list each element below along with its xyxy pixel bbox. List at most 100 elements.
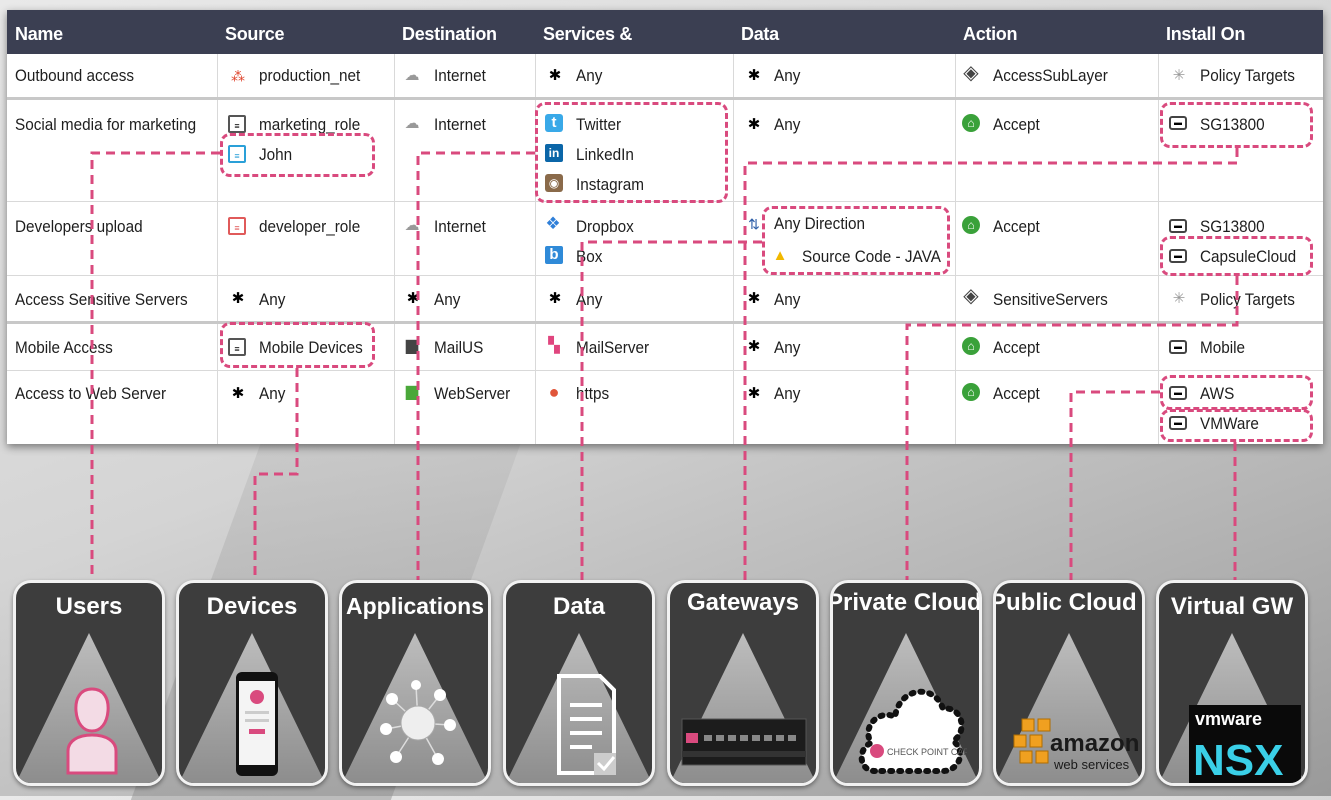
smartphone-icon (236, 672, 278, 776)
destination-item[interactable]: Internet (434, 66, 486, 85)
vmware-nsx-logo: vmware NSX (1189, 705, 1301, 783)
rule-name-cell[interactable]: Access to Web Server (15, 384, 167, 403)
any-icon: ✱ (231, 385, 245, 402)
source-item[interactable]: Mobile Devices (259, 338, 363, 357)
tile-gateways[interactable]: Gateways (667, 580, 819, 786)
data-item[interactable]: Any (774, 66, 801, 85)
divider (955, 54, 956, 444)
rule-name-cell[interactable]: Outbound access (15, 66, 135, 85)
tile-private-cloud[interactable]: Private Cloud CHECK POINT CAPSULE (830, 580, 982, 786)
action-item[interactable]: SensitiveServers (993, 290, 1108, 309)
mail-server-icon: ▚ (548, 337, 560, 354)
source-item[interactable]: John (259, 145, 293, 164)
divider (7, 275, 1323, 276)
services-item[interactable]: LinkedIn (576, 145, 634, 164)
globe-network-icon (380, 680, 456, 765)
tile-applications[interactable]: Applications (339, 580, 491, 786)
action-item[interactable]: Accept (993, 338, 1040, 357)
user-icon (66, 687, 118, 775)
any-icon: ✳ (1172, 290, 1186, 307)
tile-title: Public Cloud (993, 589, 1137, 616)
divider (217, 54, 218, 444)
col-header-destination[interactable]: Destination (402, 24, 497, 44)
rule-name-cell[interactable]: Access Sensitive Servers (15, 290, 188, 309)
tile-devices[interactable]: Devices (176, 580, 328, 786)
col-header-name[interactable]: Name (15, 24, 63, 44)
any-icon: ✱ (548, 67, 562, 84)
tile-title: Data (552, 593, 606, 620)
source-item[interactable]: Any (259, 384, 286, 403)
rule-name-cell[interactable]: Mobile Access (15, 338, 113, 357)
highlight-data-types (762, 206, 950, 275)
instagram-icon: ◉ (545, 174, 563, 192)
highlight-aws (1160, 375, 1313, 410)
tile-title: Virtual GW (1170, 593, 1294, 620)
accept-icon: ⌂ (962, 383, 980, 401)
services-item[interactable]: Twitter (576, 115, 622, 134)
role-icon: ≡ (228, 115, 246, 133)
col-header-source[interactable]: Source (225, 24, 285, 44)
services-item[interactable]: Instagram (576, 175, 645, 194)
install-on-item[interactable]: Policy Targets (1200, 290, 1295, 309)
tile-data[interactable]: Data (503, 580, 655, 786)
tile-virtual-gw[interactable]: Virtual GW vmware NSX (1156, 580, 1308, 786)
services-item[interactable]: Any (576, 66, 603, 85)
highlight-john (220, 133, 375, 177)
services-item[interactable]: Any (576, 290, 603, 309)
install-on-item[interactable]: SG13800 (1200, 115, 1265, 134)
dropbox-icon: ❖ (545, 214, 561, 233)
install-on-item[interactable]: SG13800 (1200, 217, 1265, 236)
tile-users[interactable]: Users (13, 580, 165, 786)
destination-item[interactable]: Internet (434, 217, 486, 236)
tile-public-cloud[interactable]: Public Cloud amazon web services (993, 580, 1145, 786)
source-item[interactable]: marketing_role (259, 115, 361, 134)
gateway-icon: ▬ (1169, 340, 1187, 354)
cloud-icon: ☁ (404, 115, 420, 132)
divider (7, 321, 1323, 324)
services-item[interactable]: Dropbox (576, 217, 634, 236)
network-icon: ⁂ (231, 68, 245, 84)
server-icon: ▆ (405, 383, 419, 400)
box-icon: b (545, 246, 563, 264)
any-icon: ✱ (747, 116, 761, 133)
twitter-icon: t (545, 114, 563, 132)
source-item[interactable]: developer_role (259, 217, 361, 236)
action-item[interactable]: Accept (993, 384, 1040, 403)
services-item[interactable]: https (576, 384, 610, 403)
source-item[interactable]: production_net (259, 66, 361, 85)
col-header-action[interactable]: Action (963, 24, 1018, 44)
tile-title: Users (55, 593, 123, 620)
destination-item[interactable]: MailUS (434, 338, 484, 357)
rule-name-cell[interactable]: Developers upload (15, 217, 143, 236)
destination-item[interactable]: WebServer (434, 384, 511, 403)
install-on-item[interactable]: Mobile (1200, 338, 1246, 357)
action-item[interactable]: AccessSubLayer (993, 66, 1108, 85)
services-item[interactable]: MailServer (576, 338, 650, 357)
data-item[interactable]: Any (774, 290, 801, 309)
col-header-data[interactable]: Data (741, 24, 779, 44)
cloud-icon: ☁ (404, 217, 420, 234)
table-header: Name Source Destination Services & Appli… (7, 10, 1323, 92)
data-item[interactable]: Any (774, 115, 801, 134)
action-item[interactable]: Accept (993, 115, 1040, 134)
divider (7, 370, 1323, 371)
data-item[interactable]: Any (774, 338, 801, 357)
destination-item[interactable]: Any (434, 290, 461, 309)
gateway-icon: ▬ (1169, 116, 1187, 130)
action-item[interactable]: Accept (993, 217, 1040, 236)
tile-title: Devices (206, 593, 298, 620)
divider (733, 54, 734, 444)
destination-item[interactable]: Internet (434, 115, 486, 134)
col-header-install-on[interactable]: Install On (1166, 24, 1246, 44)
server-icon: ▆ (405, 337, 419, 354)
amazon-web-services-logo: amazon web services (1013, 718, 1138, 772)
col-header-services[interactable]: Services & Applications (543, 24, 648, 92)
install-on-item[interactable]: Policy Targets (1200, 66, 1295, 85)
direction-icon: ⇅ (748, 216, 760, 232)
device-group-icon: ≡ (228, 338, 246, 356)
rule-name-cell[interactable]: Social media for marketing (15, 115, 197, 134)
data-item[interactable]: Any (774, 384, 801, 403)
services-item[interactable]: Box (576, 247, 603, 266)
source-item[interactable]: Any (259, 290, 286, 309)
linkedin-icon: in (545, 144, 563, 162)
